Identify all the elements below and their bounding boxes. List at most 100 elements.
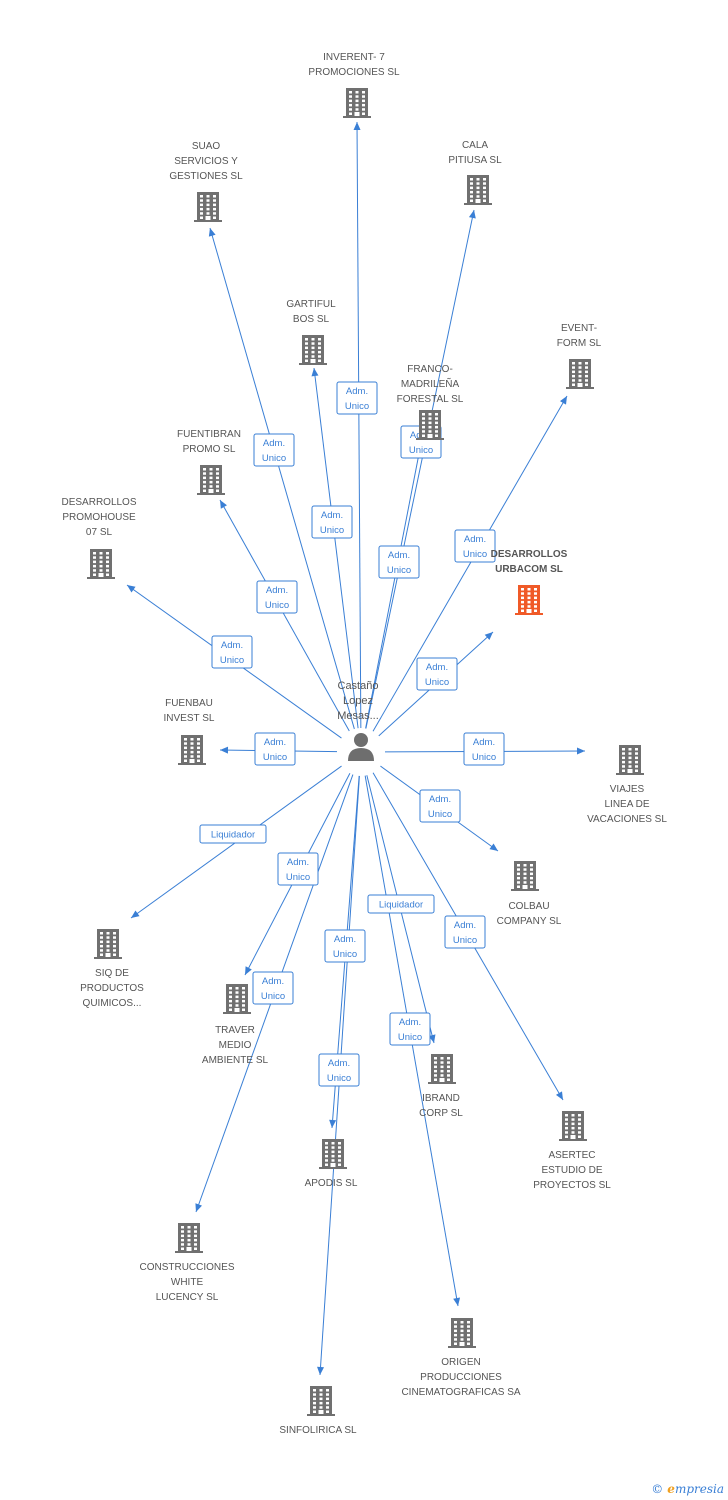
company-name-line: FORM SL	[557, 338, 602, 349]
role-label[interactable]: Adm.Unico	[256, 580, 298, 614]
role-box	[444, 915, 486, 949]
company-name-line: COMPANY SL	[497, 916, 562, 927]
role-box	[389, 1012, 431, 1046]
company-name-line: ORIGEN	[441, 1357, 480, 1368]
company-name-line: LUCENCY SL	[156, 1292, 219, 1303]
role-text: Unico	[425, 677, 449, 688]
role-box	[378, 545, 420, 579]
relation-edge	[311, 367, 359, 729]
role-label[interactable]: Adm.Unico	[211, 635, 253, 669]
building-icon	[616, 745, 644, 775]
role-text: Unico	[262, 453, 286, 464]
role-label[interactable]: Adm.Unico	[253, 433, 295, 467]
role-text: Adm.	[473, 737, 495, 748]
center-person[interactable]: CastañoLopezMesas...	[337, 680, 379, 761]
building-icon	[307, 1386, 335, 1416]
company-name-line: ASERTEC	[548, 1150, 595, 1161]
role-box	[253, 433, 295, 467]
role-text: Unico	[345, 401, 369, 412]
company-name-line: CINEMATOGRAFICAS SA	[401, 1387, 520, 1398]
company-name-line: SINFOLIRICA SL	[279, 1425, 357, 1436]
role-label[interactable]: Adm. Unico	[444, 915, 486, 949]
role-text: Unico	[320, 525, 344, 536]
role-text: Adm.	[262, 976, 284, 987]
company-node[interactable]: CALA PITIUSA SL	[448, 140, 502, 205]
company-name-line: FUENBAU	[165, 698, 213, 709]
role-box	[277, 852, 319, 886]
role-box	[256, 580, 298, 614]
brand-name: mpresia	[674, 1482, 724, 1496]
role-label[interactable]: Adm.Unico	[254, 732, 296, 766]
role-label[interactable]: Adm.Unico	[318, 1053, 360, 1087]
company-name-line: LINEA DE	[604, 799, 649, 810]
brand-initial: e	[667, 1482, 675, 1496]
role-box	[416, 657, 458, 691]
company-name-line: IBRAND	[422, 1093, 460, 1104]
role-label[interactable]: Adm. Unico	[252, 971, 294, 1005]
company-name-line: PITIUSA SL	[448, 155, 502, 166]
role-box	[318, 1053, 360, 1087]
role-box	[336, 381, 378, 415]
company-name-line: SUAO	[192, 141, 221, 152]
role-label[interactable]: Adm.Unico	[389, 1012, 431, 1046]
company-node[interactable]: APODIS SL	[305, 1139, 358, 1189]
role-text: Adm.	[454, 920, 476, 931]
company-name-line: SIQ DE	[95, 968, 129, 979]
company-name-line: CALA	[462, 140, 488, 151]
role-text: Unico	[286, 872, 310, 883]
role-label[interactable]: Adm.Unico	[324, 929, 366, 963]
role-label[interactable]: Adm.Unico	[419, 789, 461, 823]
role-text: Unico	[472, 752, 496, 763]
role-text: Adm.	[221, 640, 243, 651]
role-label[interactable]: Adm.Unico	[277, 852, 319, 886]
building-icon	[515, 585, 543, 615]
building-icon	[559, 1111, 587, 1141]
role-label[interactable]: Adm.Unico	[416, 657, 458, 691]
building-icon	[416, 410, 444, 440]
role-text: Unico	[428, 809, 452, 820]
company-name-line: PROMOCIONES SL	[308, 67, 400, 78]
company-name-line: VACACIONES SL	[587, 814, 667, 825]
role-label[interactable]: Adm. Unico	[336, 381, 378, 415]
building-icon	[511, 861, 539, 891]
company-name-line: MADRILEÑA	[401, 377, 460, 390]
role-label[interactable]: Adm.Unico	[454, 529, 496, 563]
role-labels-layer: Adm.UnicoAdm.UnicoAdm.UnicoAdm.UnicoAdm.…	[199, 381, 505, 1087]
role-label[interactable]: Adm.Unico	[378, 545, 420, 579]
role-label[interactable]: Adm. Unico	[463, 732, 505, 766]
role-label[interactable]: Liquidador	[367, 894, 435, 914]
company-name-line: FUENTIBRAN	[177, 429, 241, 440]
building-icon	[448, 1318, 476, 1348]
role-text: Unico	[327, 1073, 351, 1084]
company-node[interactable]: SINFOLIRICA SL	[279, 1386, 357, 1436]
role-label[interactable]: Adm.Unico	[311, 505, 353, 539]
person-icon	[348, 733, 374, 761]
company-node[interactable]: EVENT-FORM SL	[557, 323, 602, 389]
role-text: Unico	[453, 935, 477, 946]
company-name-line: DESARROLLOS	[491, 549, 568, 560]
company-name-line: WHITE	[171, 1277, 204, 1288]
copyright-brand[interactable]: ©empresia	[651, 1482, 724, 1496]
role-label[interactable]: Liquidador	[199, 824, 267, 844]
role-text: Unico	[261, 991, 285, 1002]
company-name-line: PRODUCTOS	[80, 983, 144, 994]
role-text: Adm.	[346, 386, 368, 397]
company-node[interactable]: SIQ DEPRODUCTOSQUIMICOS...	[80, 929, 144, 1009]
company-name-line: 07 SL	[86, 527, 113, 538]
